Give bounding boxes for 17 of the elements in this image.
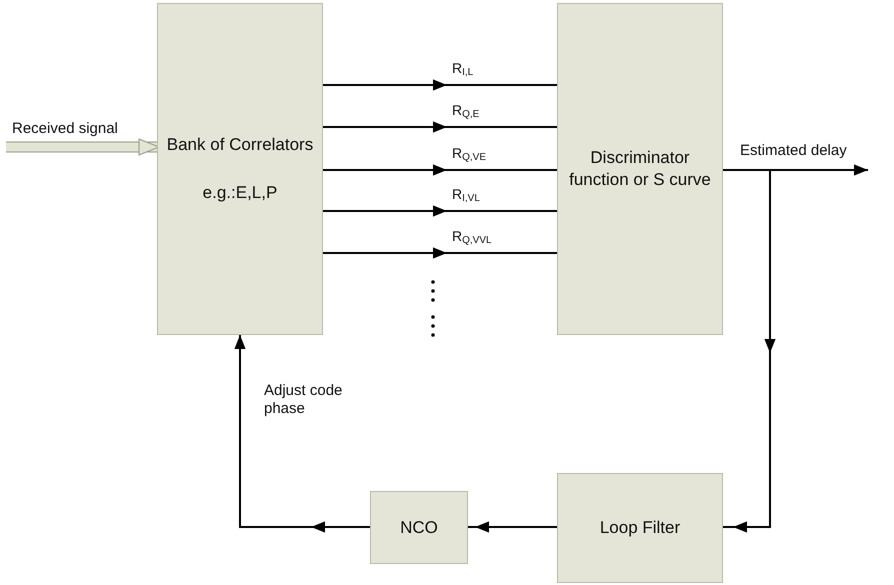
box-label: Loop Filter — [600, 517, 680, 539]
box-label: NCO — [400, 516, 438, 538]
edge-label: R$_{Q,E}$ — [452, 101, 480, 122]
box-label: e.g.:E,L,P — [202, 182, 278, 204]
process-box — [370, 491, 468, 564]
edge-label: R$_{Q,VVL}$ — [452, 227, 492, 248]
edge-label: Received signal — [12, 120, 118, 138]
box-label: Discriminator function or S curve — [568, 147, 712, 191]
edge-label: R$_{Q,VE}$ — [452, 144, 486, 165]
process-box — [557, 473, 723, 583]
process-box — [157, 3, 323, 335]
edge-label: Estimated delay — [740, 142, 847, 160]
edge-label: R$_{I,L}$ — [452, 59, 474, 80]
edge-label: R$_{I,VL}$ — [452, 185, 480, 206]
process-box — [557, 3, 723, 335]
edge-label: Adjust code phase — [264, 382, 344, 418]
box-label: Bank of Correlators — [166, 134, 314, 156]
